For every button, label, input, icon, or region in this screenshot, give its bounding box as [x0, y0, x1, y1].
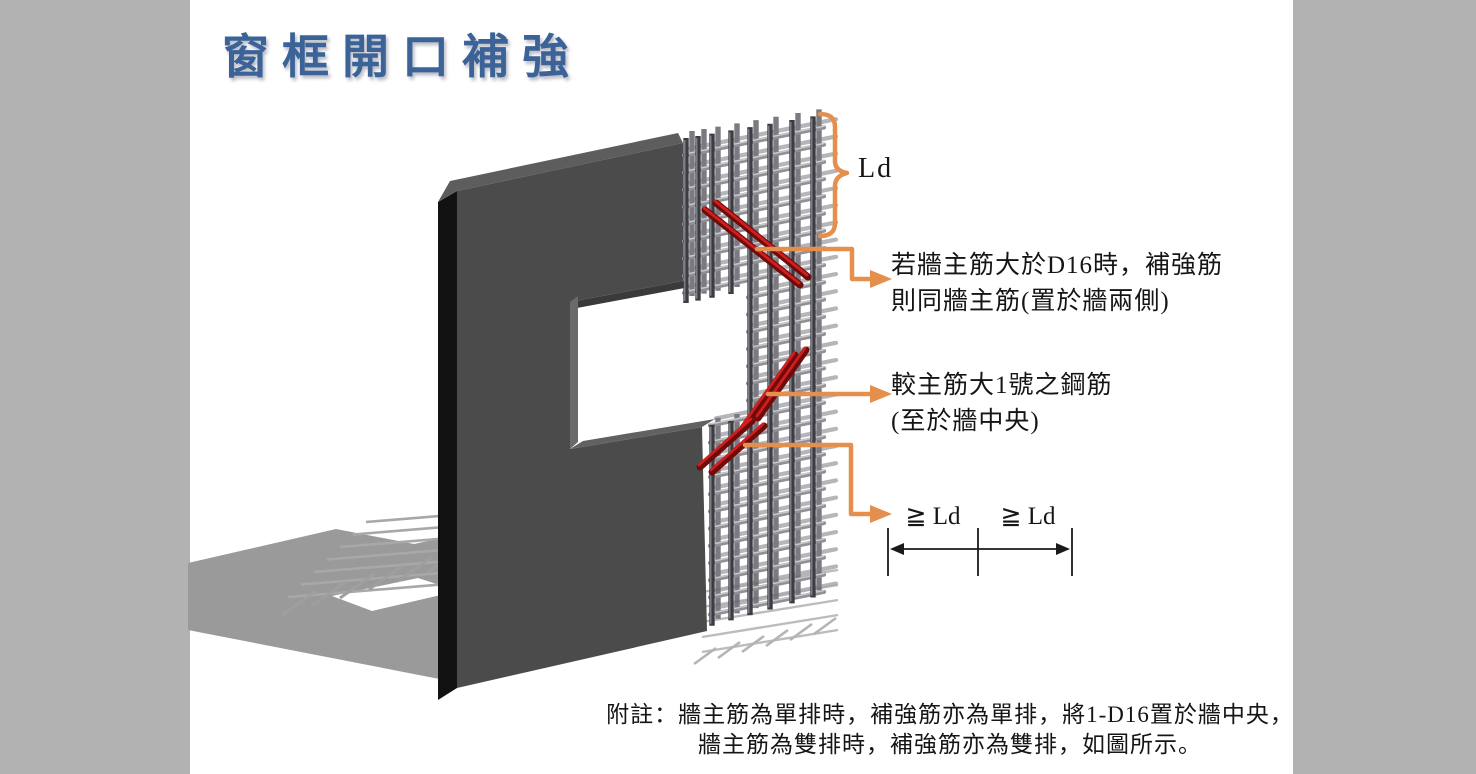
opening-sill-top-face: [570, 419, 715, 449]
leader-arrow-icon: [870, 270, 892, 288]
ld-brace: [817, 111, 850, 239]
annotation-center-bar-line1: 較主筋大1號之鋼筋: [891, 372, 1113, 399]
annotation-wall-bar: 若牆主筋大於D16時，補強筋 則同牆主筋(置於牆兩側): [891, 248, 1223, 320]
wall-top-face: [438, 133, 683, 202]
page-title: 窗框開口補強: [222, 32, 582, 84]
left-gray-band: [0, 0, 190, 774]
leader-line-dim: [742, 442, 875, 517]
annotation-wall-bar-line2: 則同牆主筋(置於牆兩側): [891, 288, 1170, 315]
diagonal-reinforcement-bars: [696, 199, 812, 476]
concrete-wall: [438, 133, 715, 700]
annotation-center-bar: 較主筋大1號之鋼筋 (至於牆中央): [891, 368, 1113, 440]
leader-arrow-icon: [870, 505, 892, 523]
opening-top-inner-face: [570, 281, 690, 308]
annotation-wall-bar-line1: 若牆主筋大於D16時，補強筋: [891, 252, 1224, 279]
dim-arrow-left-icon: [890, 543, 904, 555]
annotation-center-bar-line2: (至於牆中央): [891, 408, 1040, 435]
right-gray-band: [1293, 0, 1476, 774]
footnote-line2: 牆主筋為雙排時，補強筋亦為雙排，如圖所示。: [698, 732, 1202, 757]
wall-front-face: [457, 143, 707, 688]
dimension-line: [887, 528, 1073, 576]
dim-arrow-right-icon: [1056, 543, 1070, 555]
ld-dimension-label: Ld: [858, 153, 894, 184]
footnote-line1: 附註：牆主筋為單排時，補強筋亦為單排，將1-D16置於牆中央，: [606, 702, 1294, 727]
wall-left-face: [438, 191, 457, 700]
annotation-leaders: [742, 111, 892, 523]
opening-left-inner-face: [570, 296, 578, 449]
leader-arrow-icon: [870, 385, 892, 403]
dim-label-left: ≧ Ld: [905, 503, 961, 530]
dim-label-right: ≧ Ld: [1000, 503, 1056, 530]
leader-line-wall-bar: [754, 246, 875, 282]
